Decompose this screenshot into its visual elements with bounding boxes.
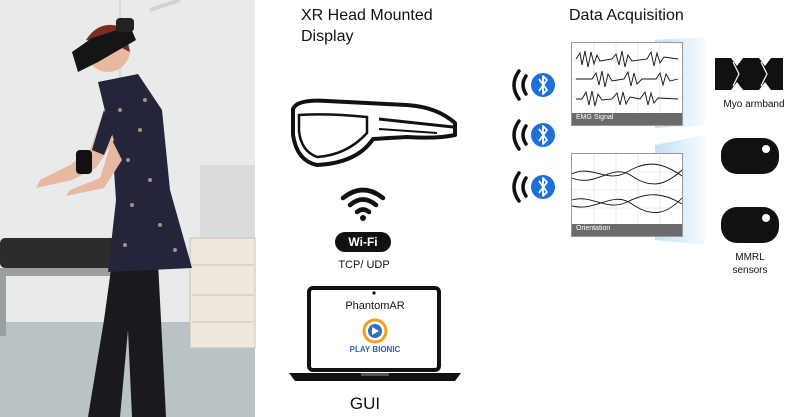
emg-signal-panel: EMG Signal (571, 42, 683, 126)
orientation-plot (571, 154, 683, 224)
myo-armband-icon (715, 58, 783, 90)
play-bionic-logo-text: PLAY BIONIC (349, 345, 401, 354)
myo-armband-label: Myo armband (723, 99, 785, 110)
bluetooth-icon (538, 75, 548, 95)
bluetooth-icon (538, 177, 548, 197)
emg-signal-plot (572, 43, 682, 113)
play-bionic-logo-icon (362, 318, 388, 344)
photo-illustration (0, 0, 256, 417)
mmrl-sensors-label: MMRL sensors (732, 252, 768, 276)
mmrl-sensor-2-icon (721, 207, 779, 243)
acquisition-section-title: Data Acquisition (569, 7, 684, 24)
bluetooth-icon (538, 125, 548, 145)
protocol-label: TCP/ UDP (338, 259, 390, 271)
orientation-label-bar: Orientation (572, 224, 682, 236)
wifi-badge: Wi-Fi (335, 232, 391, 252)
app-name: PhantomAR (345, 300, 405, 312)
wireless-bluetooth-row-1 (512, 69, 555, 101)
headset-section-title: XR Head Mounted Display (301, 7, 433, 45)
wifi-badge-label: Wi-Fi (348, 235, 378, 249)
orientation-label: Orientation (576, 225, 611, 232)
wifi-icon (340, 187, 386, 221)
gui-label: GUI (349, 394, 381, 413)
wireless-bluetooth-row-2 (512, 119, 555, 151)
mmrl-sensor-1-icon (721, 138, 779, 174)
orientation-panel: Orientation (571, 153, 683, 237)
signal-waves-icon (512, 69, 521, 101)
emg-label: EMG Signal (576, 114, 614, 121)
hololens-headset-icon (291, 98, 457, 167)
photo-panel (0, 0, 256, 417)
emg-label-bar: EMG Signal (572, 113, 682, 125)
wireless-bluetooth-row-3 (512, 171, 555, 203)
